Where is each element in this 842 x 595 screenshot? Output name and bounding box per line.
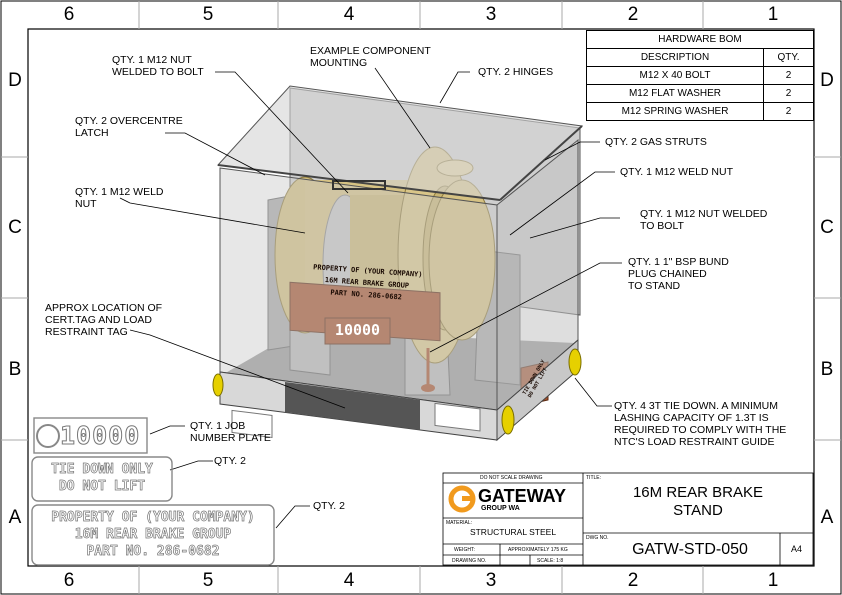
callout-qty2-tie-down: QTY. 2 xyxy=(214,455,246,467)
scale-value: SCALE: 1:8 xyxy=(537,558,564,564)
zone-row-b-left: B xyxy=(8,359,22,380)
bom-row-qty: 2 xyxy=(763,102,814,121)
stand-illustration xyxy=(212,85,584,442)
bom-header-qty: QTY. xyxy=(763,48,814,67)
gateway-logo-icon xyxy=(448,485,476,513)
material-label: MATERIAL: xyxy=(446,520,473,526)
callout-bsp-plug: QTY. 1 1" BSP BUND PLUG CHAINED TO STAND xyxy=(628,256,729,292)
do-not-scale-label: DO NOT SCALE DRAWING xyxy=(480,475,543,481)
job-plate-outline xyxy=(33,417,148,454)
leader-lines xyxy=(119,67,622,529)
weight-value: APPROXIMATELY 175 KG xyxy=(508,547,568,553)
zone-col-4-top: 4 xyxy=(343,4,355,25)
callout-qty2-property: QTY. 2 xyxy=(313,500,345,512)
job-number-plate-text: 10000 xyxy=(59,421,141,451)
zone-col-3-bottom: 3 xyxy=(485,570,497,591)
tie-down-sign-text: TIE DOWN ONLY DO NOT LIFT xyxy=(51,462,153,495)
zone-row-d-left: D xyxy=(8,70,22,91)
drawing-no-label: DRAWING NO. xyxy=(452,558,487,564)
callout-hinges: QTY. 2 HINGES xyxy=(478,66,554,78)
zone-col-6-top: 6 xyxy=(63,4,75,25)
sheet-size: A4 xyxy=(790,544,802,554)
drawing-title: 16M REAR BRAKE STAND xyxy=(632,484,764,519)
callout-tie-down: QTY. 4 3T TIE DOWN. A MINIMUM LASHING CA… xyxy=(614,400,787,448)
callout-weld-nut-left: QTY. 1 M12 WELD NUT xyxy=(75,186,164,210)
base-fork-pocket xyxy=(285,382,420,430)
tie-down-sign-outline xyxy=(31,456,173,502)
zone-row-d-right: D xyxy=(820,70,834,91)
material-value: STRUCTURAL STEEL xyxy=(469,527,557,537)
lid-side-edge xyxy=(499,125,583,201)
tie-down-rear-right xyxy=(568,348,582,376)
fork-slot-left xyxy=(231,409,273,438)
bom-title: HARDWARE BOM xyxy=(586,30,814,49)
bsp-plug xyxy=(421,384,435,392)
tie-down-front-left xyxy=(212,373,224,397)
logo-name: GATEWAY xyxy=(478,486,567,506)
zone-row-a-left: A xyxy=(8,507,22,528)
g-logo-icon xyxy=(36,424,60,448)
zone-col-3-top: 3 xyxy=(485,4,497,25)
callout-weld-nut-right: QTY. 1 M12 WELD NUT xyxy=(620,166,733,178)
zone-row-b-right: B xyxy=(820,359,834,380)
bom-row-desc: M12 FLAT WASHER xyxy=(586,84,764,103)
callout-cert-tag: APPROX LOCATION OF CERT.TAG AND LOAD RES… xyxy=(45,302,163,338)
zone-col-5-bottom: 5 xyxy=(202,570,214,591)
zone-row-a-right: A xyxy=(820,507,834,528)
zone-col-1-top: 1 xyxy=(767,4,779,25)
stand-job-plate xyxy=(324,317,391,345)
callout-job-plate: QTY. 1 JOB NUMBER PLATE xyxy=(190,420,271,444)
drawing-number: GATW-STD-050 xyxy=(632,541,748,558)
title-block-lines xyxy=(442,472,814,566)
zone-col-6-bottom: 6 xyxy=(63,570,75,591)
tie-down-front-right xyxy=(501,405,515,435)
dwg-no-label: DWG NO. xyxy=(586,535,609,541)
callout-gas-struts: QTY. 2 GAS STRUTS xyxy=(605,136,707,148)
property-sign-text: PROPERTY OF (YOUR COMPANY) 16M REAR BRAK… xyxy=(51,510,255,560)
logo-subtitle: GROUP WA xyxy=(481,505,520,512)
lid-front-edge xyxy=(217,164,501,201)
callout-overcentre-latch: QTY. 2 OVERCENTRE LATCH xyxy=(75,115,183,139)
zone-col-4-bottom: 4 xyxy=(343,570,355,591)
title-label: TITLE: xyxy=(586,475,602,481)
overcentre-latch xyxy=(332,180,386,190)
bom-row-desc: M12 SPRING WASHER xyxy=(586,102,764,121)
callout-example-component: EXAMPLE COMPONENT MOUNTING xyxy=(310,45,431,69)
bom-header-description: DESCRIPTION xyxy=(586,48,764,67)
zone-col-5-top: 5 xyxy=(202,4,214,25)
bom-row-desc: M12 X 40 BOLT xyxy=(586,66,764,85)
zone-col-2-bottom: 2 xyxy=(627,570,639,591)
zone-col-1-bottom: 1 xyxy=(767,570,779,591)
callout-nut-welded-right: QTY. 1 M12 NUT WELDED TO BOLT xyxy=(640,208,768,232)
weight-label: WEIGHT: xyxy=(454,547,475,553)
stand-job-plate-text: 10000 xyxy=(334,321,381,339)
bom-row-qty: 2 xyxy=(763,84,814,103)
zone-row-c-right: C xyxy=(820,217,834,238)
callout-nut-welded-left: QTY. 1 M12 NUT WELDED TO BOLT xyxy=(112,54,204,78)
zone-col-2-top: 2 xyxy=(627,4,639,25)
fork-slot-right xyxy=(434,402,481,432)
zone-row-c-left: C xyxy=(8,217,22,238)
property-sign-outline xyxy=(31,504,275,566)
bom-row-qty: 2 xyxy=(763,66,814,85)
